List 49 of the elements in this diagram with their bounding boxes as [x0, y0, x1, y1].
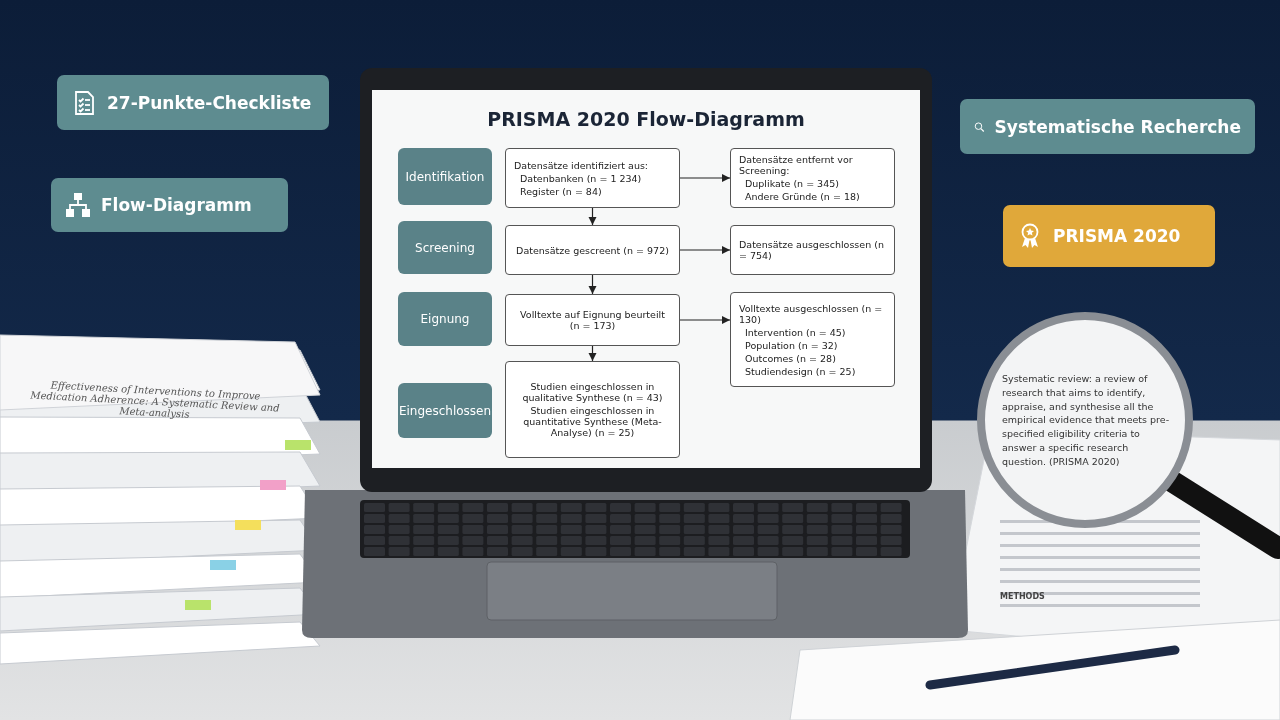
box-text: Datensätze entfernt vor Screening: [739, 154, 854, 176]
box-text: Intervention (n = 45) [744, 326, 847, 338]
box-text: Datensätze gescreent (n = 972) [515, 244, 670, 256]
box-text: Studiendesign (n = 25) [744, 365, 857, 377]
box-text: Datenbanken (n = 1 234) [519, 172, 643, 184]
phase-label-box [398, 292, 492, 346]
phase-label-box [398, 383, 492, 438]
process-box [505, 148, 680, 208]
arrow [588, 345, 597, 362]
arrow [679, 173, 731, 183]
topic-badge [57, 75, 329, 130]
box-text: Studien eingeschlossen in qualitative Synthese (n = 43) [521, 381, 664, 403]
section-heading: METHODS [1000, 592, 1046, 601]
process-box [730, 148, 895, 208]
paper-title: Effectiveness of Interventions to Improve Medication Adherence: A Systematic Review and Meta-analysis [29, 378, 281, 422]
process-box [730, 225, 895, 275]
badge-text: PRISMA 2020 [1053, 226, 1181, 246]
process-box [505, 361, 680, 458]
box-text: Screening [415, 240, 475, 255]
box-text: Eingeschlossen [398, 403, 492, 418]
box-text: Datensätze ausgeschlossen (n = 754) [739, 239, 885, 261]
box-text: Studien eingeschlossen in quantitative Synthese (Meta-Analyse) (n = 25) [522, 405, 663, 438]
phase-label-box [398, 221, 492, 274]
box-text: Population (n = 32) [744, 339, 839, 351]
process-box [505, 225, 680, 275]
box-text: Eignung [420, 312, 470, 326]
badge-text: 27-Punkte-Checkliste [107, 92, 312, 113]
box-text: Outcomes (n = 28) [744, 352, 837, 364]
topic-badge [960, 99, 1255, 154]
arrow [679, 245, 731, 255]
badge-text: Flow-Diagramm [101, 195, 252, 215]
topic-badge [51, 178, 288, 232]
arrow [588, 207, 597, 226]
diagram-title: PRISMA 2020 Flow-Diagramm [486, 108, 806, 130]
definition-text: Systematic review: a review of research that aims to identify, appraise, and synthesise all the empirical evidence that meets pre-specified eligibility criteria to answer a specific research question. (PRISMA 2020) [1002, 372, 1171, 469]
box-text: Datensätze identifiziert aus: [514, 159, 650, 171]
phase-label-box [398, 148, 492, 205]
process-box [505, 294, 680, 346]
arrow [588, 274, 597, 295]
topic-badge [1003, 205, 1215, 267]
box-text: Duplikate (n = 345) [744, 178, 840, 189]
badge-text: Systematische Recherche [994, 116, 1241, 137]
box-text: Volltexte ausgeschlossen (n = 130) [739, 302, 884, 325]
box-text: Register (n = 84) [519, 185, 603, 197]
process-box [730, 292, 895, 387]
arrow [679, 315, 731, 325]
box-text: Andere Gründe (n = 18) [744, 191, 861, 202]
box-text: Identifikation [405, 169, 485, 184]
box-text: Volltexte auf Eignung beurteilt (n = 173) [519, 309, 666, 331]
